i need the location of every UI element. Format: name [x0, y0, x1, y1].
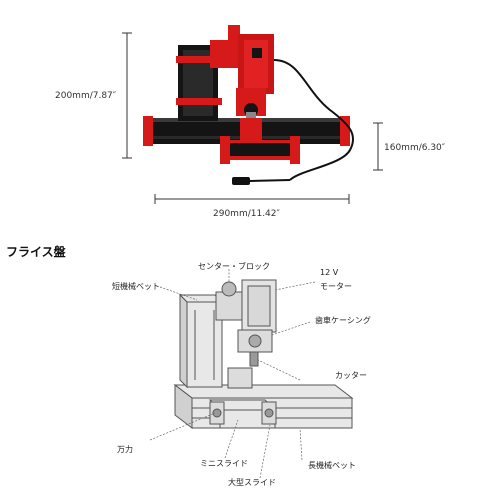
- width-dimension-label: 290mm/11.42″: [213, 209, 280, 219]
- part-label-vise: 万力: [117, 445, 133, 454]
- part-label-motor-voltage: 12 V: [320, 268, 339, 277]
- height-dimension-label: 200mm/7.87″: [55, 91, 117, 101]
- depth-dimension-line: [373, 122, 383, 171]
- part-label-short-bed: 短機械ベット: [112, 282, 160, 291]
- machine-body: [143, 25, 355, 185]
- part-label-center-block: センター・ブロック: [198, 262, 270, 271]
- part-label-motor: モーター: [320, 282, 352, 291]
- section-title: フライス盤: [6, 245, 66, 259]
- part-label-long-bed: 長機械ベット: [308, 461, 356, 470]
- width-dimension-line: [154, 194, 350, 204]
- part-label-mini-slide: ミニスライド: [200, 459, 248, 468]
- part-label-large-slide: 大型スライド: [228, 478, 276, 487]
- part-label-gear-casing: 歯車ケーシング: [315, 316, 371, 325]
- height-dimension-line: [122, 32, 132, 159]
- depth-dimension-label: 160mm/6.30″: [384, 143, 446, 153]
- part-label-cutter: カッター: [335, 371, 367, 380]
